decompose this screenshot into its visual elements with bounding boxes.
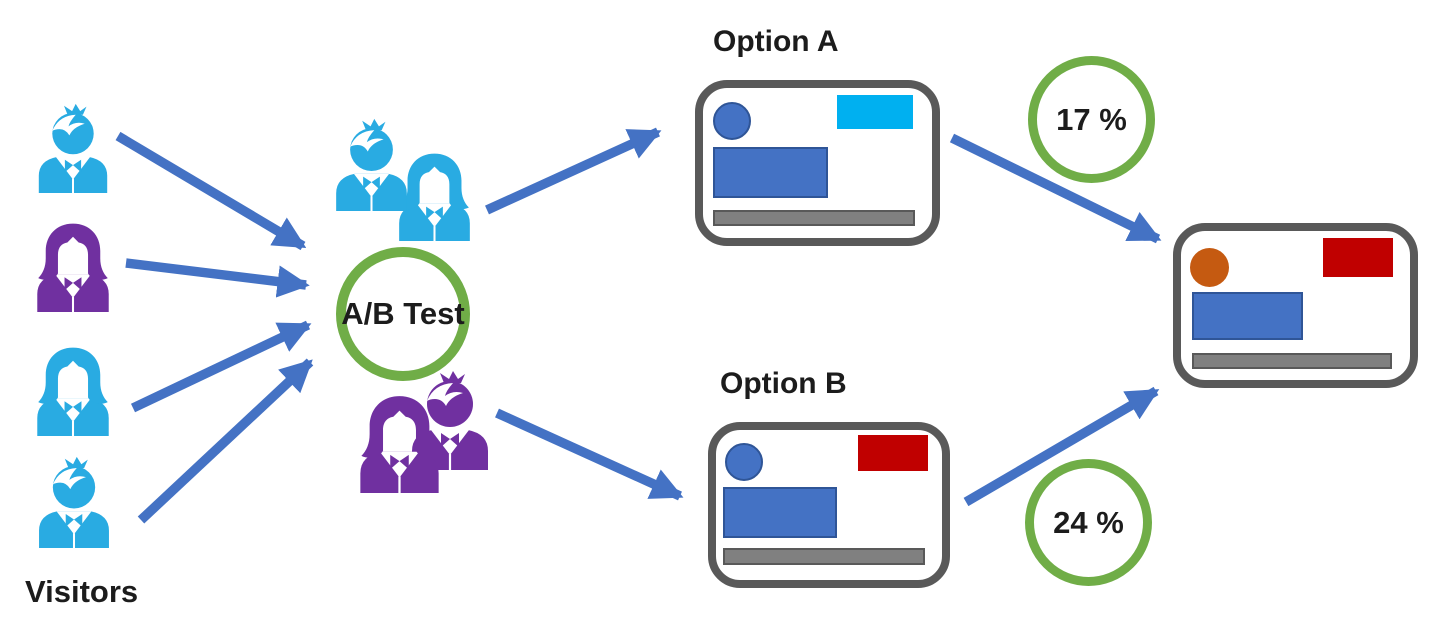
conversion-a-value: 17 % bbox=[1056, 101, 1127, 137]
arrow-visitor1-to-abtest bbox=[115, 131, 307, 251]
option-b-card bbox=[708, 422, 950, 588]
avatar-placeholder-circle bbox=[713, 102, 751, 140]
ab-test-label: A/B Test bbox=[341, 296, 465, 331]
person-girl-icon bbox=[37, 223, 109, 312]
content-block-placeholder bbox=[713, 147, 828, 198]
option-b-title: Option B bbox=[720, 367, 847, 400]
visitors-label: Visitors bbox=[25, 574, 139, 609]
content-block-placeholder bbox=[723, 487, 837, 538]
arrow-group-a-to-option-a bbox=[485, 127, 662, 215]
cta-button-placeholder-red bbox=[858, 435, 928, 471]
arrow-group-b-to-option-b bbox=[495, 408, 684, 501]
person-boy-icon bbox=[39, 456, 109, 548]
arrow-visitor3-to-abtest bbox=[130, 320, 312, 413]
conversion-a-circle: 17 % bbox=[1028, 56, 1155, 183]
avatar-placeholder-circle bbox=[725, 443, 763, 481]
cta-button-placeholder-cyan bbox=[837, 95, 913, 129]
arrow-visitor2-to-abtest bbox=[125, 258, 310, 298]
footer-bar-placeholder bbox=[723, 548, 925, 565]
group-a-pair bbox=[336, 118, 470, 241]
cta-button-placeholder-red bbox=[1323, 238, 1393, 277]
footer-bar-placeholder bbox=[1192, 353, 1392, 369]
person-boy-icon bbox=[336, 118, 407, 211]
arrow-option-b-to-winner bbox=[963, 386, 1160, 507]
group-b-pair bbox=[360, 371, 488, 493]
arrow-option-a-to-winner bbox=[949, 133, 1162, 244]
person-girl-icon bbox=[399, 153, 470, 241]
conversion-b-value: 24 % bbox=[1053, 504, 1124, 540]
winner-card bbox=[1173, 223, 1418, 388]
option-a-title: Option A bbox=[713, 25, 839, 58]
ab-test-circle: A/B Test bbox=[336, 247, 470, 381]
person-boy-icon bbox=[38, 103, 108, 193]
person-girl-icon bbox=[360, 396, 439, 493]
footer-bar-placeholder bbox=[713, 210, 915, 226]
avatar-placeholder-circle-orange bbox=[1190, 248, 1229, 287]
arrow-visitor4-to-abtest bbox=[137, 358, 314, 524]
conversion-b-circle: 24 % bbox=[1025, 459, 1152, 586]
person-girl-icon bbox=[37, 347, 109, 436]
content-block-placeholder bbox=[1192, 292, 1303, 340]
option-a-card bbox=[695, 80, 940, 246]
